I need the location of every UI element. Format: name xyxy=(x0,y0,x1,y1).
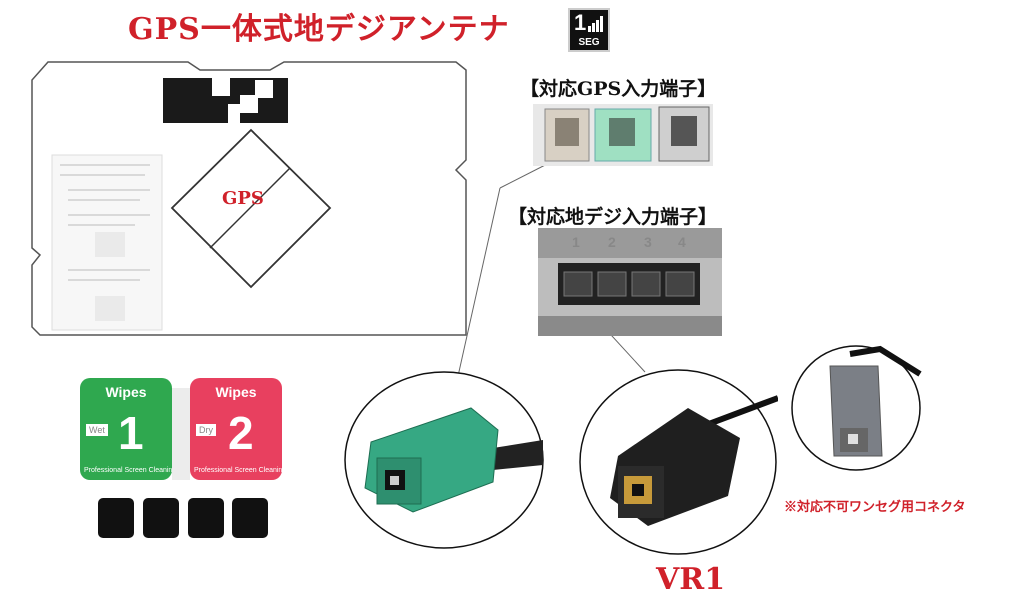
wipe-number: 2 xyxy=(228,407,254,459)
gps-connectors-heading: 【対応GPS入力端子】 xyxy=(520,78,717,100)
pin-number-1: 1 xyxy=(572,234,580,250)
seg-badge-label: SEG xyxy=(578,37,600,48)
vr1-plug-closeup xyxy=(579,369,778,555)
dry-wipe-packet: Wipes Dry 2 Professional Screen Cleaning… xyxy=(190,378,307,480)
cable-clips xyxy=(98,498,268,538)
seg-badge-number: 1 xyxy=(574,10,587,35)
wipe-title: Wipes xyxy=(215,384,257,400)
wipe-tag: Dry xyxy=(196,424,216,436)
wipe-title: Wipes xyxy=(105,384,147,400)
gps-plug-closeup xyxy=(344,371,544,549)
page-title: GPS一体式地デジアンテナ xyxy=(128,12,510,47)
one-seg-badge: 1 SEG xyxy=(568,8,610,52)
connector-name-label: VR1 xyxy=(656,562,726,597)
gps-connector-ports-photo xyxy=(533,104,713,166)
wipe-number: 1 xyxy=(118,407,144,459)
signal-bars-icon xyxy=(588,16,603,32)
wipe-gap xyxy=(172,388,190,480)
wipe-tag: Wet xyxy=(86,424,108,436)
wipe-fine-print: Professional Screen Cleaning Paper xyxy=(194,467,307,474)
incompatible-note: ※対応不可ワンセグ用コネクタ xyxy=(784,500,966,515)
tv-connector-ports-photo: 1 2 3 4 xyxy=(538,228,722,336)
pin-number-2: 2 xyxy=(608,234,616,250)
wipe-fine-print: Professional Screen Cleaning Paper xyxy=(84,467,197,474)
tv-connectors-heading: 【対応地デジ入力端子】 xyxy=(508,206,718,228)
incompatible-plug-closeup xyxy=(791,345,922,471)
wet-wipe-packet: Wipes Wet 1 Professional Screen Cleaning… xyxy=(80,378,197,480)
antenna-gps-label: GPS xyxy=(222,188,264,209)
pin-number-4: 4 xyxy=(678,234,686,250)
pin-number-3: 3 xyxy=(644,234,652,250)
